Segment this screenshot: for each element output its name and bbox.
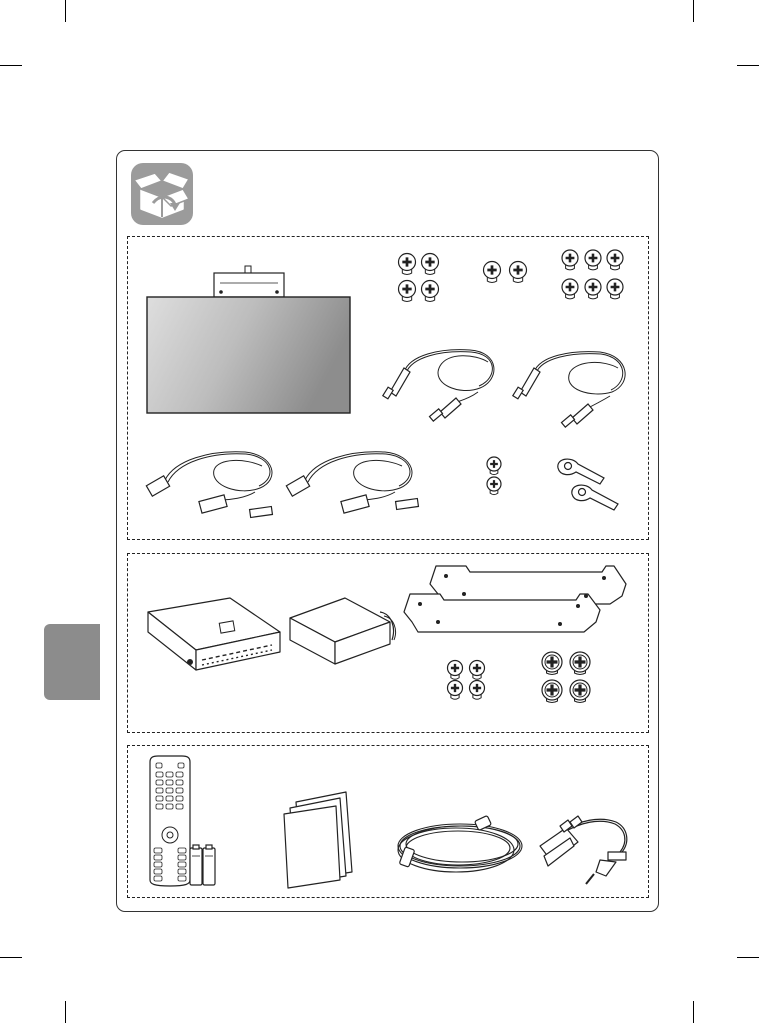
manual-page	[0, 0, 759, 1023]
rs232c-cable-illustration	[0, 0, 759, 1023]
